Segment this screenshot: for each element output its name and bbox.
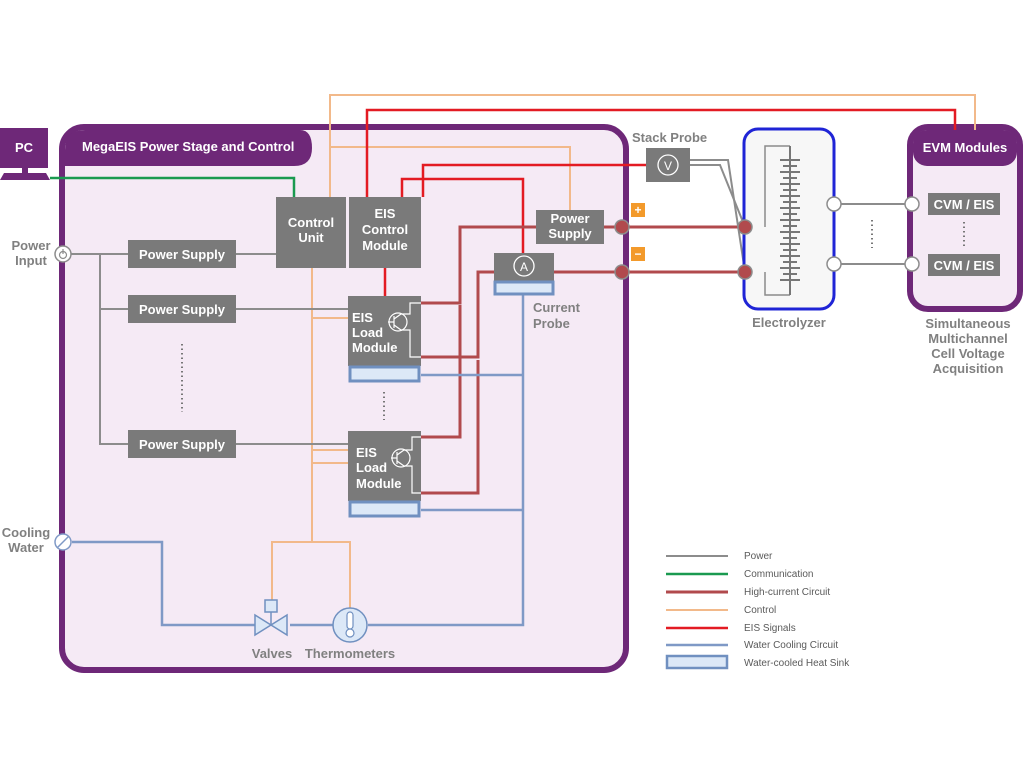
evm-input-2 [904, 256, 920, 272]
terminal-connectors [614, 219, 630, 280]
plus-terminal-badge: + [631, 203, 645, 217]
evm-title-tab [913, 130, 1017, 166]
power-supply-3[interactable]: Power Supply [128, 430, 236, 458]
valve-icon[interactable] [254, 599, 288, 637]
current-probe-label-2: Probe [533, 316, 570, 331]
load-module-2-label-3: Module [356, 476, 402, 491]
power-lines [70, 159, 912, 445]
legend: Power Communication High-current Circuit… [665, 551, 850, 670]
load-module-2-label-2: Load [356, 460, 387, 475]
heat-sink-3 [493, 280, 555, 296]
cooling-lines [72, 295, 525, 627]
load-module-1-label-3: Module [352, 340, 398, 355]
ammeter[interactable]: A [493, 253, 555, 296]
control-unit-label-1: Control [288, 215, 334, 230]
voltmeter-symbol: V [664, 159, 672, 173]
cvm-eis-channel-1[interactable]: CVM / EIS [928, 193, 1000, 215]
evm-title: EVM Modules [923, 140, 1008, 155]
power-input-icon [54, 245, 72, 263]
thermometer-icon[interactable] [332, 607, 368, 643]
legend-communication: Communication [744, 569, 813, 580]
cooling-water-label-1: Cooling [2, 525, 50, 540]
electrolyzer-label: Electrolyzer [752, 315, 826, 330]
legend-heat-sink: Water-cooled Heat Sink [744, 658, 850, 669]
cooling-water-inlet-icon [54, 533, 72, 551]
eis-control-module[interactable]: EIS Control Module [349, 197, 421, 268]
legend-high-current: High-current Circuit [744, 587, 830, 598]
stack-power-supply-label-1: Power [550, 211, 589, 226]
power-stage-title-tab [65, 130, 312, 166]
transistor-icon [391, 436, 421, 494]
evm-caption-2: Multichannel [928, 331, 1007, 346]
heat-sink-2 [348, 500, 421, 518]
load-module-1-label-2: Load [352, 325, 383, 340]
communication-line [50, 176, 296, 197]
evm-input-1 [904, 196, 920, 212]
valves-label: Valves [252, 646, 293, 661]
evm-caption-3: Cell Voltage [931, 346, 1004, 361]
eis-signal-lines [365, 108, 957, 296]
load-module-2-label-1: EIS [356, 445, 377, 460]
stack-power-supply-label-2: Supply [548, 226, 592, 241]
thermometers-label: Thermometers [305, 646, 395, 661]
legend-power: Power [744, 551, 773, 562]
load-module-1-label-1: EIS [352, 310, 373, 325]
control-lines [271, 94, 976, 612]
cvm-eis-channel-2[interactable]: CVM / EIS [928, 254, 1000, 276]
ammeter-symbol: A [520, 260, 528, 274]
cvm-eis-2-label: CVM / EIS [934, 258, 995, 273]
voltmeter[interactable]: V [646, 148, 690, 182]
eis-control-label-2: Control [362, 222, 408, 237]
control-unit[interactable]: Control Unit [276, 197, 346, 268]
power-input-label-2: Input [15, 253, 47, 268]
power-supply-1-label: Power Supply [139, 247, 226, 262]
transistor-icon [388, 302, 421, 358]
power-supply-2-label: Power Supply [139, 302, 226, 317]
control-unit-label-2: Unit [298, 230, 324, 245]
electrolyzer[interactable] [737, 127, 842, 311]
eis-load-module-2[interactable]: EIS Load Module [348, 431, 421, 518]
legend-swatch-heat-sink [665, 654, 729, 670]
power-supply-2[interactable]: Power Supply [128, 295, 236, 323]
legend-eis-signals: EIS Signals [744, 623, 796, 634]
minus-terminal-badge: − [631, 247, 645, 261]
pc-icon[interactable]: PC [0, 128, 50, 180]
evm-caption-1: Simultaneous [925, 316, 1010, 331]
plus-sign: + [634, 203, 641, 217]
power-input-label-1: Power [11, 238, 50, 253]
cooling-water-label-2: Water [8, 540, 44, 555]
eis-control-label-3: Module [362, 238, 408, 253]
current-probe-label-1: Current [533, 300, 581, 315]
power-supply-3-label: Power Supply [139, 437, 226, 452]
eis-load-module-1[interactable]: EIS Load Module [348, 296, 421, 383]
electrolyzer-cells [780, 159, 800, 281]
pc-label: PC [15, 140, 34, 155]
heat-sink-1 [348, 365, 421, 383]
legend-water-cooling: Water Cooling Circuit [744, 640, 838, 651]
power-stage-title: MegaEIS Power Stage and Control [82, 139, 294, 154]
legend-control: Control [744, 605, 776, 616]
stack-probe-label: Stack Probe [632, 130, 707, 145]
evm-caption-4: Acquisition [933, 361, 1004, 376]
power-supply-1[interactable]: Power Supply [128, 240, 236, 268]
eis-control-label-1: EIS [375, 206, 396, 221]
evm-caption: Simultaneous Multichannel Cell Voltage A… [925, 316, 1010, 376]
stack-power-supply[interactable]: Power Supply [536, 210, 604, 244]
minus-sign: − [634, 247, 641, 261]
cvm-eis-1-label: CVM / EIS [934, 197, 995, 212]
